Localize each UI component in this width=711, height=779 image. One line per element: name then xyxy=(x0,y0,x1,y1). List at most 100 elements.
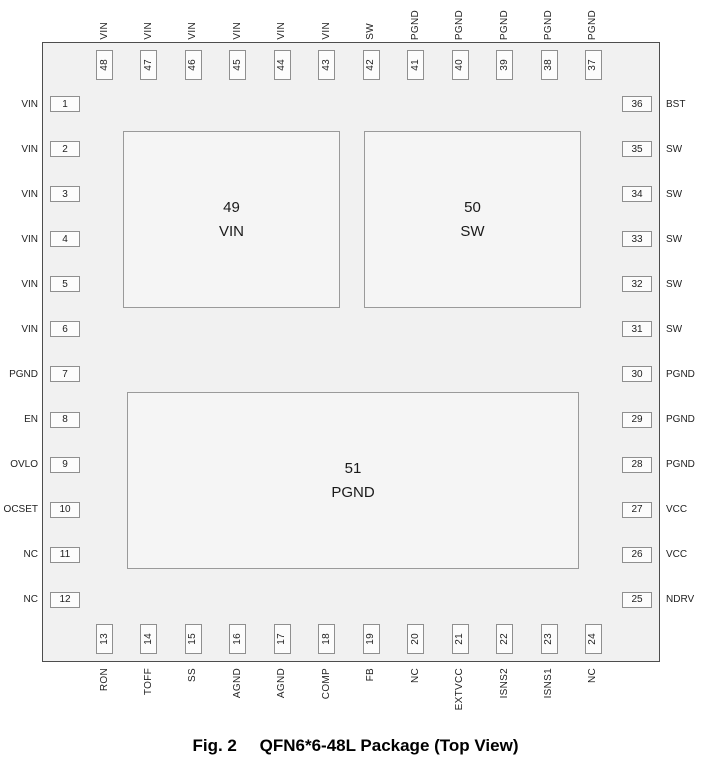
pin-label: VIN xyxy=(21,323,38,335)
pin-40: 40 xyxy=(451,50,469,80)
pin-17: 17 xyxy=(273,624,291,654)
pin-label: VIN xyxy=(21,278,38,290)
pin-27: 27 xyxy=(622,501,652,518)
pin-number: 39 xyxy=(498,59,510,71)
pin-label: VIN xyxy=(21,143,38,155)
pin-number: 48 xyxy=(98,59,110,71)
pin-label: PGND xyxy=(666,414,695,426)
pin-13: 13 xyxy=(96,624,113,654)
pin-22: 22 xyxy=(496,624,514,654)
pin-number: 13 xyxy=(98,633,110,645)
left-pin-col: 1 2 3 4 5 6 7 8 9 10 11 12 xyxy=(50,96,80,608)
pin-label: RON xyxy=(98,668,110,692)
pin-number: 47 xyxy=(142,59,154,71)
pin-label-slot: RON xyxy=(96,668,113,732)
pin-label-slot: VIN xyxy=(318,2,335,40)
pin-number: 15 xyxy=(187,633,199,645)
bottom-pin-labels-row: RON TOFF SS AGND AGND COMP FB NC EXTVCC … xyxy=(96,668,602,732)
pin-19: 19 xyxy=(362,624,380,654)
pad-label: SW xyxy=(460,222,485,240)
pin-label: PGND xyxy=(666,368,695,380)
pin-number: 24 xyxy=(587,633,599,645)
pin-label: OVLO xyxy=(10,459,38,471)
pin-32: 32 xyxy=(622,276,652,293)
pin-label-slot: PGND xyxy=(541,2,558,40)
pin-30: 30 xyxy=(622,366,652,383)
pin-label: VIN xyxy=(276,22,288,40)
pin-label: VIN xyxy=(21,188,38,200)
pad-number: 50 xyxy=(464,199,481,217)
pin-24: 24 xyxy=(584,624,602,654)
pin-number: 23 xyxy=(543,633,555,645)
pin-label: PGND xyxy=(666,459,695,471)
pin-label-slot: FB xyxy=(363,668,380,732)
pin-label: SW xyxy=(365,23,377,40)
pin-4: 4 xyxy=(50,231,80,248)
pin-15: 15 xyxy=(184,624,202,654)
pin-number: 20 xyxy=(409,633,421,645)
pin-number: 14 xyxy=(142,633,154,645)
pin-number: 41 xyxy=(409,59,421,71)
pin-47: 47 xyxy=(140,50,158,80)
pin-38: 38 xyxy=(540,50,558,80)
pin-number: 45 xyxy=(231,59,243,71)
pin-33: 33 xyxy=(622,231,652,248)
pin-label-slot: PGND xyxy=(452,2,469,40)
pin-23: 23 xyxy=(540,624,558,654)
pin-44: 44 xyxy=(273,50,291,80)
pin-label: PGND xyxy=(498,9,510,40)
pin-31: 31 xyxy=(622,321,652,338)
pin-label: AGND xyxy=(276,668,288,699)
pin-label-slot: COMP xyxy=(318,668,335,732)
pin-number: 40 xyxy=(454,59,466,71)
pin-label: VIN xyxy=(231,22,243,40)
pin-label: BST xyxy=(666,98,686,110)
pin-number: 16 xyxy=(231,633,243,645)
pin-6: 6 xyxy=(50,321,80,338)
pin-label: NC xyxy=(587,668,599,684)
pin-37: 37 xyxy=(584,50,602,80)
pin-label: PGND xyxy=(587,9,599,40)
pin-label: SW xyxy=(666,278,683,290)
pin-label: VCC xyxy=(666,504,688,516)
pin-label-slot: PGND xyxy=(496,2,513,40)
pin-46: 46 xyxy=(184,50,202,80)
pin-label: SS xyxy=(187,668,199,682)
pin-label: SW xyxy=(666,143,683,155)
pin-label-slot: VIN xyxy=(185,2,202,40)
pin-number: 42 xyxy=(365,59,377,71)
pin-label: TOFF xyxy=(142,668,154,696)
pin-label: OCSET xyxy=(3,504,38,516)
left-pin-labels-col: VIN VIN VIN VIN VIN VIN PGND EN OVLO OCS… xyxy=(0,96,38,608)
pin-label: PGND xyxy=(543,9,555,40)
pad-sw: 50 SW xyxy=(364,131,581,308)
pin-label-slot: AGND xyxy=(229,668,246,732)
pin-42: 42 xyxy=(362,50,380,80)
bottom-pin-row: 13 14 15 16 17 18 19 20 21 22 23 24 xyxy=(96,624,602,654)
pad-number: 49 xyxy=(223,199,240,217)
figure-caption: Fig. 2 QFN6*6-48L Package (Top View) xyxy=(0,736,711,756)
pin-label-slot: NC xyxy=(585,668,602,732)
pin-label-slot: ISNS2 xyxy=(496,668,513,732)
pin-label: VIN xyxy=(21,233,38,245)
pin-25: 25 xyxy=(622,591,652,608)
pin-label-slot: NC xyxy=(407,668,424,732)
pin-label-slot: VIN xyxy=(274,2,291,40)
top-pin-labels-row: VIN VIN VIN VIN VIN VIN SW PGND PGND PGN… xyxy=(96,2,602,40)
pin-label: VIN xyxy=(187,22,199,40)
pin-43: 43 xyxy=(318,50,336,80)
pin-14: 14 xyxy=(140,624,158,654)
pin-label: PGND xyxy=(9,368,38,380)
pin-1: 1 xyxy=(50,96,80,112)
pin-label: PGND xyxy=(454,9,466,40)
pin-16: 16 xyxy=(229,624,247,654)
pin-11: 11 xyxy=(50,546,80,563)
pin-9: 9 xyxy=(50,456,80,473)
pin-35: 35 xyxy=(622,141,652,158)
pad-number: 51 xyxy=(344,460,362,478)
pin-label-slot: VIN xyxy=(229,2,246,40)
pin-label: AGND xyxy=(231,668,243,699)
pin-label-slot: SW xyxy=(363,2,380,40)
pin-label: SW xyxy=(666,233,683,245)
